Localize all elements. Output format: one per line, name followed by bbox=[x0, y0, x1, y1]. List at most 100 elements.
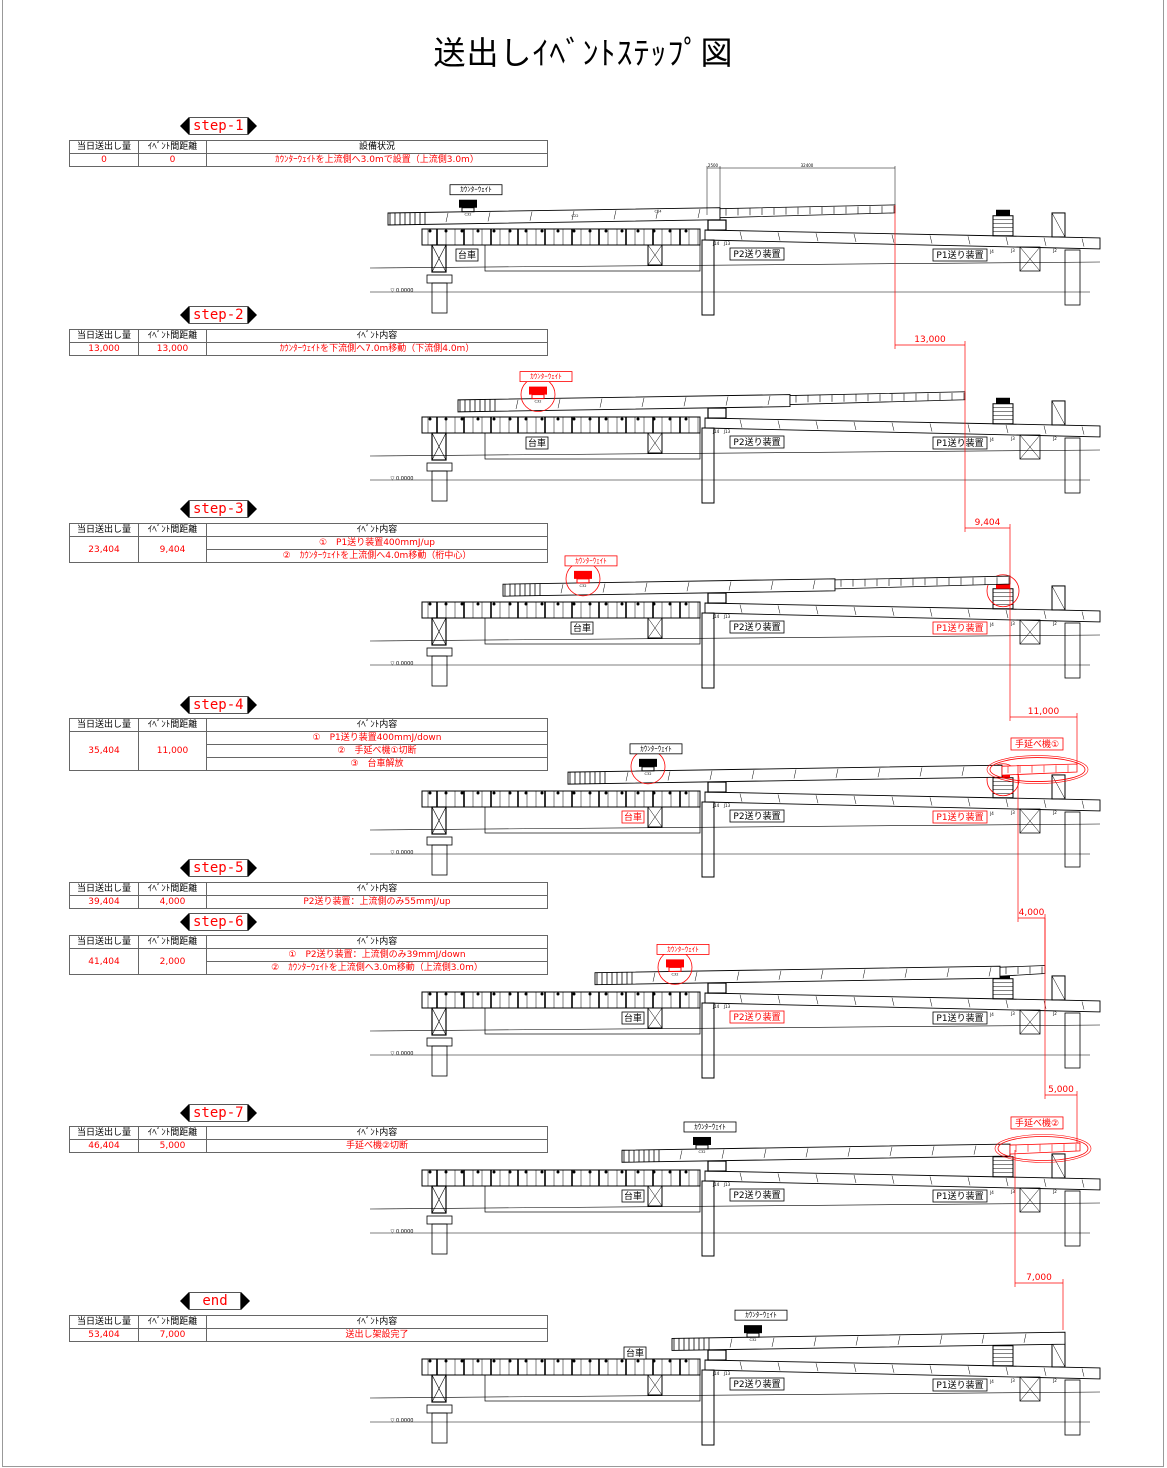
footing bbox=[426, 274, 453, 284]
roller bbox=[572, 992, 576, 996]
roller bbox=[476, 1359, 480, 1363]
event-item: 送出し架設完了 bbox=[206, 1328, 548, 1342]
girder-joint bbox=[725, 396, 729, 406]
roller bbox=[588, 992, 592, 996]
launch-distance-label: 9,404 bbox=[975, 518, 1001, 528]
tower-brace bbox=[431, 1374, 447, 1403]
joint-label: J3 bbox=[1010, 1011, 1015, 1016]
roller bbox=[444, 229, 448, 233]
girder-joint bbox=[891, 422, 895, 431]
distance-value: 2,000 bbox=[138, 948, 207, 975]
girder-joint bbox=[602, 583, 606, 593]
datum-label: ▽ 0.0000 bbox=[391, 476, 414, 482]
roller bbox=[668, 1170, 672, 1174]
roller bbox=[540, 229, 544, 233]
step-label: step-3 bbox=[180, 500, 257, 518]
nose1-label: 手延べ機① bbox=[1015, 738, 1059, 750]
p1-feed-label-box bbox=[932, 810, 988, 824]
girder-joint bbox=[897, 1335, 901, 1345]
roller bbox=[556, 992, 560, 996]
arrow-right-icon bbox=[247, 859, 257, 877]
ground-line bbox=[369, 823, 1101, 831]
p2-feed-device bbox=[707, 1160, 727, 1172]
launched-girder bbox=[387, 207, 721, 226]
table-header-row: 当日送出し量 ｲﾍﾞﾝﾄ間距離 ｲﾍﾞﾝﾄ内容 bbox=[69, 882, 548, 896]
footing bbox=[426, 462, 453, 472]
amount-value: 41,404 bbox=[69, 948, 139, 975]
roller bbox=[604, 229, 608, 233]
girder-joint bbox=[1081, 1001, 1085, 1010]
girder-joint bbox=[529, 211, 533, 221]
counterweight-label-box bbox=[656, 944, 710, 955]
tower-brace bbox=[1019, 808, 1041, 834]
roller bbox=[652, 602, 656, 606]
arrow-left-icon bbox=[180, 1104, 189, 1122]
p0-pier bbox=[1064, 811, 1081, 868]
roller bbox=[524, 229, 528, 233]
launch-distance-label: 13,000 bbox=[914, 335, 946, 345]
table-row: ② ｶｳﾝﾀｰｳｪｲﾄを上流側へ4.0m移動（桁中心） bbox=[70, 549, 548, 563]
p1-crib bbox=[992, 1345, 1014, 1367]
dolly-label-box bbox=[621, 1189, 645, 1203]
girder-joint bbox=[739, 604, 743, 613]
p2-feed-label: P2送り装置 bbox=[733, 248, 780, 260]
arrow-right-icon bbox=[247, 696, 257, 714]
roller bbox=[556, 229, 560, 233]
girder-joint bbox=[728, 581, 732, 591]
highlight-ellipse bbox=[989, 757, 1086, 782]
tower-brace bbox=[1051, 400, 1066, 426]
girder-joint bbox=[967, 609, 971, 618]
p2-feed-device bbox=[707, 407, 727, 419]
p2-feed-device bbox=[707, 982, 727, 994]
girder-joint bbox=[812, 580, 816, 590]
girder-joint bbox=[777, 232, 781, 241]
counterweight-frame bbox=[531, 394, 545, 400]
roller bbox=[508, 992, 512, 996]
girder-joint bbox=[891, 796, 895, 805]
launching-nose bbox=[719, 204, 896, 219]
amount-value: 46,404 bbox=[69, 1139, 139, 1153]
roller bbox=[652, 791, 656, 795]
step-label-text: step-6 bbox=[189, 913, 248, 931]
p2-feed-label-box bbox=[729, 1188, 785, 1202]
pier-column bbox=[431, 655, 448, 687]
roller bbox=[636, 417, 640, 421]
girder-joint bbox=[931, 1146, 935, 1156]
roller bbox=[460, 1359, 464, 1363]
counterweight-block bbox=[574, 570, 592, 579]
roller bbox=[428, 791, 432, 795]
roller bbox=[556, 1359, 560, 1363]
arrow-right-icon bbox=[247, 1104, 257, 1122]
roller bbox=[524, 791, 528, 795]
girder-joint bbox=[1005, 424, 1009, 434]
girder-joint bbox=[877, 768, 881, 778]
roller bbox=[540, 417, 544, 421]
table-row: ② ｶｳﾝﾀｰｳｪｲﾄを上流側へ3.0m移動（上流側3.0m） bbox=[70, 961, 548, 975]
counterweight-label: ｶｳﾝﾀｰｳｪｲﾄ bbox=[575, 557, 607, 565]
girder-joint bbox=[487, 212, 491, 222]
roller bbox=[444, 992, 448, 996]
girder-joint bbox=[847, 1147, 851, 1157]
p2-feed-label-box bbox=[729, 1377, 785, 1391]
girder-joint bbox=[891, 1364, 895, 1373]
main-girder bbox=[704, 602, 1101, 623]
p1-bent bbox=[1019, 1376, 1041, 1402]
launch-distance-label: 11,000 bbox=[1028, 707, 1060, 717]
roller bbox=[460, 1170, 464, 1174]
roller bbox=[588, 1359, 592, 1363]
event-item: ② ｶｳﾝﾀｰｳｪｲﾄを上流側へ4.0m移動（桁中心） bbox=[206, 549, 548, 563]
girder-joint bbox=[919, 767, 923, 777]
girder-joint bbox=[988, 967, 992, 977]
ground-line bbox=[369, 1202, 1101, 1210]
roller bbox=[460, 791, 464, 795]
girder-joint bbox=[1081, 1179, 1085, 1188]
joint-label: J14 bbox=[712, 614, 720, 619]
roller bbox=[460, 229, 464, 233]
dolly-label-box bbox=[623, 1346, 647, 1360]
p2-pier bbox=[701, 239, 715, 316]
event-item: P2送り装置：上流側のみ55mmJ/up bbox=[206, 895, 548, 909]
